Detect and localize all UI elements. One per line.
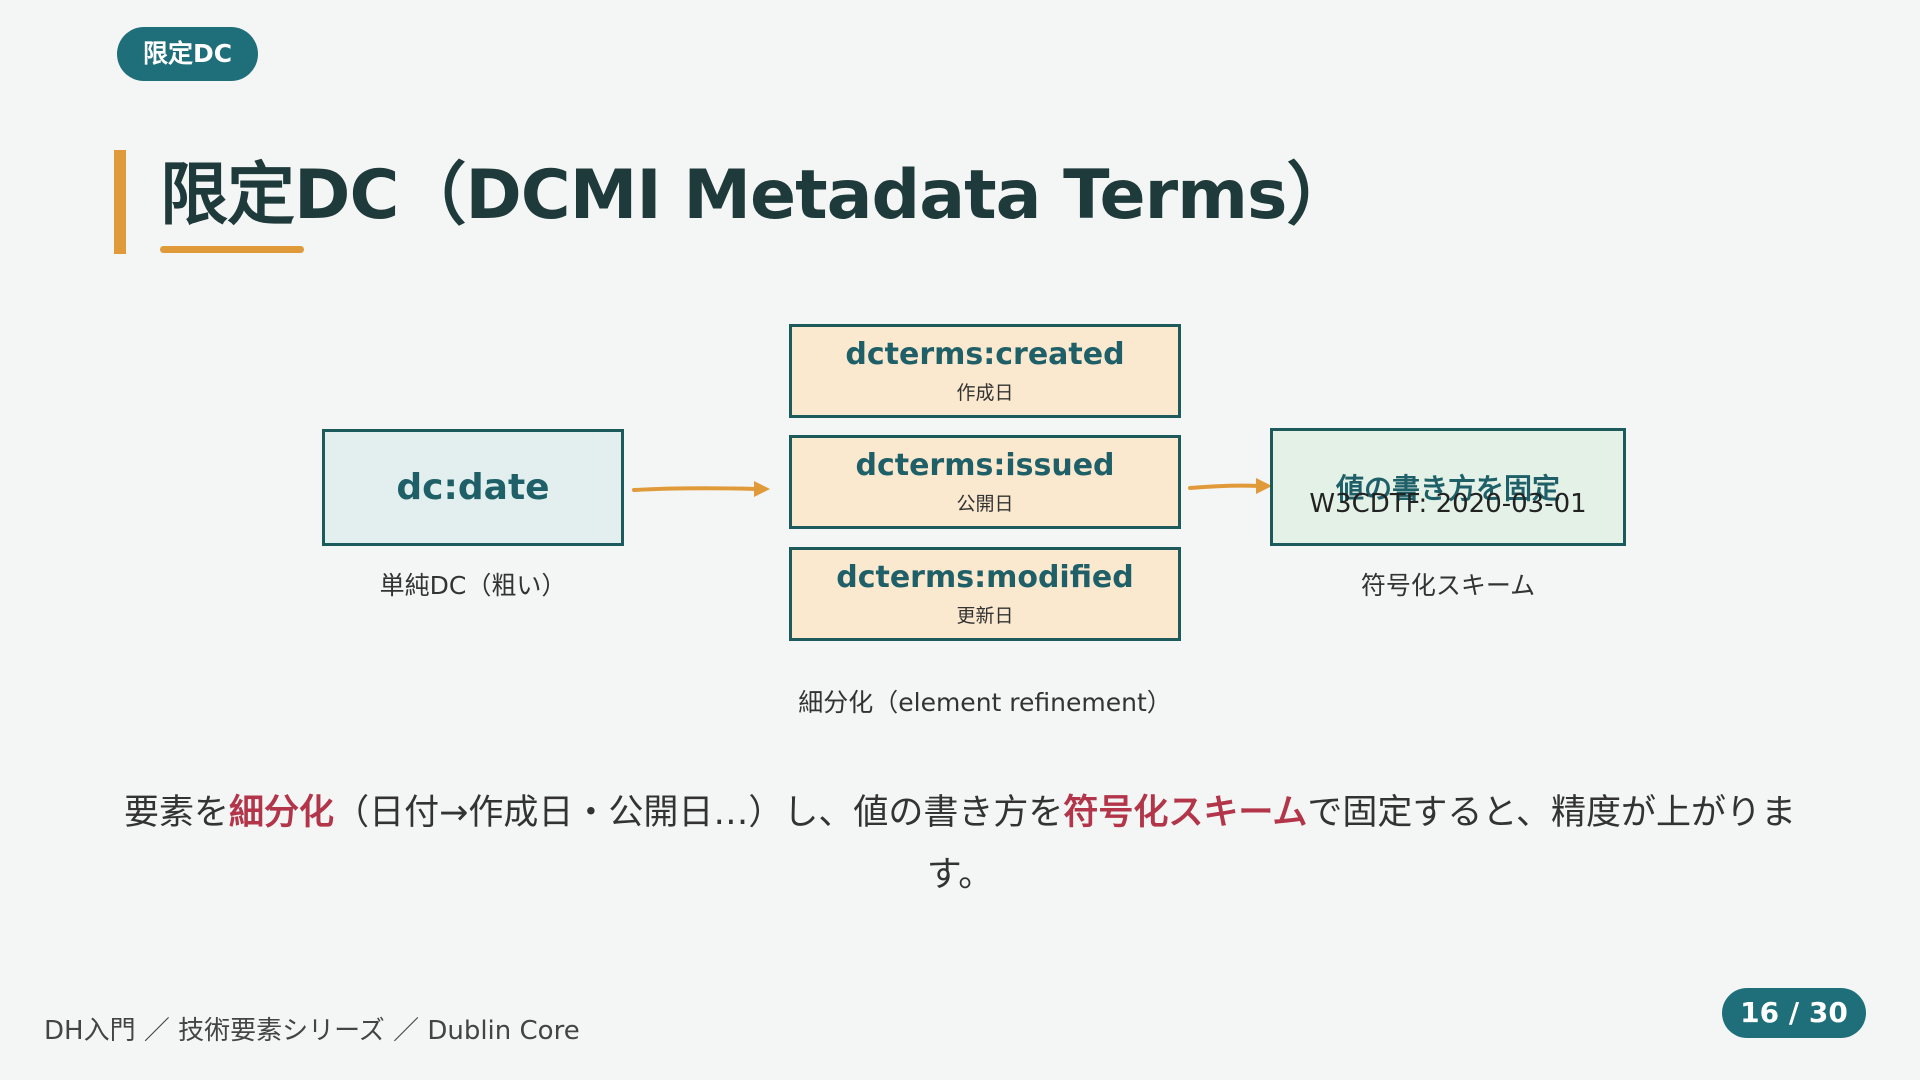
highlight-refinement: 細分化 [229,793,335,833]
refinement-sub: 公開日 [956,493,1014,515]
source-caption: 単純DC（粗い） [379,571,567,600]
refinement-caption: 細分化（element refinement） [798,688,1172,717]
refinement-sub: 更新日 [956,605,1014,627]
scheme-box: 値の書き方を固定 W3CDTF: 2020-03-01 [1270,428,1626,546]
footer-breadcrumb: DH入門 ／ 技術要素シリーズ ／ Dublin Core [44,1016,580,1046]
scheme-label: 値の書き方を固定 [1335,472,1560,505]
source-label: dc:date [396,467,550,508]
section-badge: 限定DC [117,27,259,81]
refinement-label: dcterms:created [845,337,1125,372]
summary-part: 要素を [124,793,230,833]
refinement-box-modified: dcterms:modified 更新日 [789,547,1181,641]
title-underline [160,246,304,253]
summary-part: （日付→作成日・公開日…）し、値の書き方を [334,793,1064,833]
highlight-scheme: 符号化スキーム [1063,793,1308,833]
summary-part: で固定すると、精度が上がります。 [926,793,1796,895]
scheme-caption: 符号化スキーム [1360,571,1536,600]
refinement-label: dcterms:issued [855,448,1115,483]
summary-text: 要素を細分化（日付→作成日・公開日…）し、値の書き方を符号化スキームで固定すると… [110,782,1810,906]
source-box: dc:date [322,429,624,546]
refinement-box-created: dcterms:created 作成日 [789,324,1181,418]
arrow-right-icon [1188,478,1272,494]
arrow-right-icon [632,481,770,497]
refinement-box-issued: dcterms:issued 公開日 [789,435,1181,529]
slide-title: 限定DC（DCMI Metadata Terms） [160,156,1354,235]
page-number-badge: 16 / 30 [1722,988,1866,1038]
refinement-label: dcterms:modified [836,560,1134,595]
scheme-overlay-value: W3CDTF: 2020-03-01 [1309,489,1587,519]
refinement-sub: 作成日 [956,382,1014,404]
title-accent-bar [114,150,126,254]
